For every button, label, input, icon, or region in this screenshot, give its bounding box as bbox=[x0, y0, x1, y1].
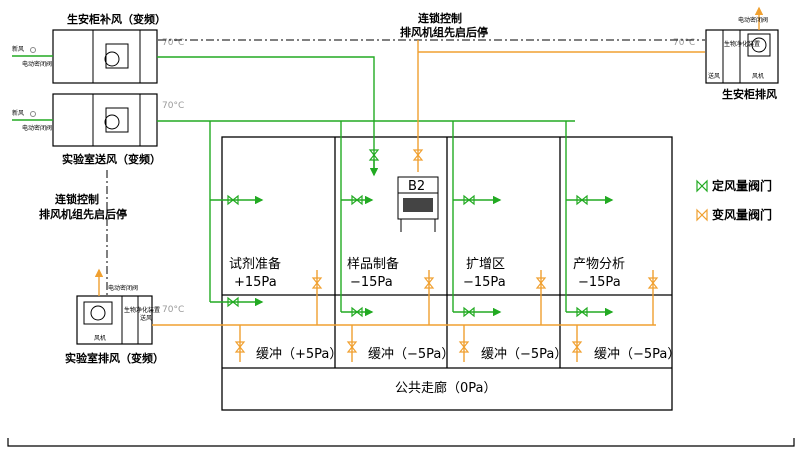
bsc-exhaust-damper-label: 电动密闭阀 bbox=[738, 16, 768, 24]
legend-constant-valve-icon bbox=[696, 179, 708, 193]
interlock-top-line1: 连锁控制 bbox=[418, 11, 462, 25]
damper-label-top: 电动密闭阀 bbox=[22, 60, 52, 68]
buffer-label-1: 缓冲（+5Pa） bbox=[256, 347, 342, 362]
bsc-exhaust-fan-label: 风机 bbox=[752, 72, 764, 80]
interlock-left-line1: 连锁控制 bbox=[55, 192, 99, 206]
fresh-air-label-lab: 新风 bbox=[12, 109, 24, 117]
bsc-exhaust-title: 生安柜排风 bbox=[722, 87, 777, 101]
lab-exhaust-title: 实验室排风（变频） bbox=[65, 351, 164, 365]
legend-constant-valve-label: 定风量阀门 bbox=[712, 178, 772, 193]
damper-label-lab: 电动密闭阀 bbox=[22, 124, 52, 132]
temp-label-2: 70°C bbox=[162, 101, 184, 111]
legend-variable-valve-label: 变风量阀门 bbox=[712, 207, 772, 222]
lab-exhaust-out-label: 送风 bbox=[140, 314, 152, 322]
building-outline bbox=[221, 136, 673, 411]
bsc-exhaust-filter-label: 生物净化装置 bbox=[724, 40, 760, 48]
biosafety-cabinet bbox=[397, 176, 439, 232]
legend bbox=[696, 179, 708, 222]
lab-exhaust-damper-label: 电动密闭阀 bbox=[108, 284, 138, 292]
constant-air-valves bbox=[227, 149, 588, 318]
room-name-4: 产物分析 bbox=[573, 257, 625, 272]
room-pressure-1: +15Pa bbox=[234, 275, 277, 290]
bottom-bracket bbox=[7, 438, 795, 447]
supply-ducts bbox=[157, 56, 614, 317]
interlock-left-line2: 排风机组先启后停 bbox=[39, 207, 127, 221]
temp-label-1: 70°C bbox=[162, 38, 184, 48]
room-name-1: 试剂准备 bbox=[229, 256, 281, 272]
bsc-exhaust-out-label: 送风 bbox=[708, 72, 720, 80]
fresh-air-inlets bbox=[12, 47, 53, 121]
variable-air-valves bbox=[234, 149, 659, 353]
lab-exhaust-unit bbox=[76, 268, 153, 345]
legend-variable-valve-icon bbox=[696, 208, 708, 222]
lab-exhaust-fan-label: 风机 bbox=[94, 334, 106, 342]
interlock-top-line2: 排风机组先启后停 bbox=[400, 25, 488, 39]
lab-supply-air-title: 实验室送风（变频） bbox=[62, 152, 161, 166]
temp-label-4: 70°C bbox=[162, 305, 184, 315]
lab-exhaust-filter-label: 生物净化装置 bbox=[124, 306, 160, 314]
buffer-label-4: 缓冲（−5Pa） bbox=[594, 347, 680, 362]
bsc-makeup-air-unit bbox=[52, 29, 158, 84]
corridor-label: 公共走廊（0Pa） bbox=[395, 380, 497, 396]
room-pressure-2: −15Pa bbox=[350, 275, 393, 290]
fresh-air-label-top: 新风 bbox=[12, 45, 24, 53]
room-pressure-3: −15Pa bbox=[463, 275, 506, 290]
exhaust-ducts bbox=[152, 40, 705, 362]
room-name-3: 扩增区 bbox=[466, 257, 505, 272]
lab-supply-air-unit bbox=[52, 93, 158, 147]
bsc-makeup-air-title: 生安柜补风（变频） bbox=[67, 12, 166, 26]
temp-label-3: 70°C bbox=[673, 38, 695, 48]
buffer-label-2: 缓冲（−5Pa） bbox=[368, 347, 454, 362]
room-name-2: 样品制备 bbox=[347, 256, 399, 272]
buffer-label-3: 缓冲（−5Pa） bbox=[481, 347, 567, 362]
bsc-exhaust-unit bbox=[705, 6, 779, 84]
bsc-label: B2 bbox=[408, 179, 425, 194]
room-pressure-4: −15Pa bbox=[578, 275, 621, 290]
